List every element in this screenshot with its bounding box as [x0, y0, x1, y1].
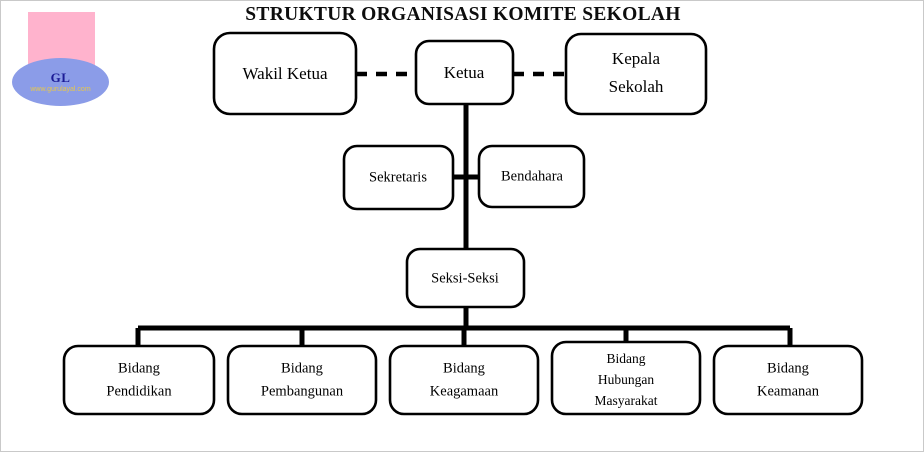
node-label-humas-line3: Masyarakat — [595, 393, 658, 408]
node-box-ketua[interactable] — [414, 39, 515, 106]
node-label-keamanan-line1: Bidang — [767, 360, 809, 376]
node-label-pembangunan-line2: Pembangunan — [261, 383, 344, 399]
node-kepala-sekolah[interactable]: Kepala Sekolah — [564, 32, 708, 116]
node-bidang-pembangunan[interactable]: Bidang Pembangunan — [226, 344, 378, 416]
node-label-ketua: Ketua — [444, 63, 485, 82]
node-label-kepala-sekolah-line2: Sekolah — [609, 77, 664, 96]
node-bidang-keamanan[interactable]: Bidang Keamanan — [712, 344, 864, 416]
node-label-keamanan-line2: Keamanan — [757, 383, 820, 399]
node-box-bidang-keagamaan[interactable] — [388, 344, 540, 416]
node-label-pendidikan-line2: Pendidikan — [106, 383, 172, 399]
connectors — [135, 71, 793, 346]
node-box-bendahara[interactable] — [477, 144, 586, 209]
node-label-keagamaan-line1: Bidang — [443, 360, 485, 376]
node-label-sekretaris: Sekretaris — [369, 169, 427, 185]
node-box-sekretaris[interactable] — [342, 144, 455, 211]
node-label-bendahara: Bendahara — [501, 168, 564, 184]
node-bidang-keagamaan[interactable]: Bidang Keagamaan — [388, 344, 540, 416]
node-box-bidang-pembangunan[interactable] — [226, 344, 378, 416]
node-label-seksi-seksi: Seksi-Seksi — [431, 270, 499, 286]
node-box-kepala-sekolah[interactable] — [564, 32, 708, 116]
node-label-wakil-ketua: Wakil Ketua — [242, 64, 327, 83]
node-label-keagamaan-line2: Keagamaan — [430, 383, 499, 399]
node-seksi-seksi[interactable]: Seksi-Seksi — [405, 247, 526, 309]
node-bendahara[interactable]: Bendahara — [477, 144, 586, 209]
node-box-bidang-hubungan-masyarakat[interactable] — [550, 340, 702, 416]
node-sekretaris[interactable]: Sekretaris — [342, 144, 455, 211]
logo-url-text: www.gurulayal.com — [30, 86, 91, 93]
node-label-humas-line1: Bidang — [607, 351, 646, 366]
page-title: STRUKTUR ORGANISASI KOMITE SEKOLAH — [245, 4, 681, 25]
node-box-wakil-ketua[interactable] — [212, 31, 358, 116]
node-box-bidang-keamanan[interactable] — [712, 344, 864, 416]
node-label-pendidikan-line1: Bidang — [118, 360, 160, 376]
logo-initials: GL — [50, 70, 71, 85]
node-box-bidang-pendidikan[interactable] — [62, 344, 216, 416]
node-label-humas-line2: Hubungan — [598, 372, 654, 387]
node-bidang-pendidikan[interactable]: Bidang Pendidikan — [62, 344, 216, 416]
node-bidang-hubungan-masyarakat[interactable]: Bidang Hubungan Masyarakat — [550, 340, 702, 416]
node-box-seksi-seksi[interactable] — [405, 247, 526, 309]
node-label-kepala-sekolah-line1: Kepala — [612, 49, 661, 68]
node-ketua[interactable]: Ketua — [414, 39, 515, 106]
node-label-pembangunan-line1: Bidang — [281, 360, 323, 376]
logo-ellipse: GL www.gurulayal.com — [12, 58, 109, 106]
node-wakil-ketua[interactable]: Wakil Ketua — [212, 31, 358, 116]
